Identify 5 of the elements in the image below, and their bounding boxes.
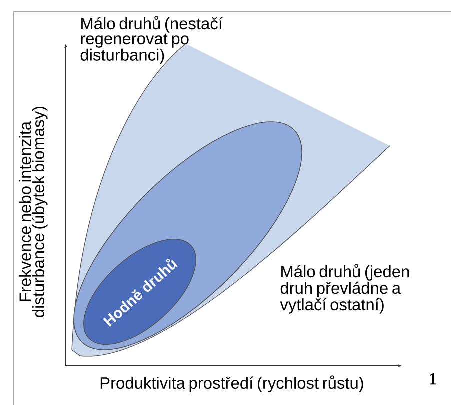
zone-note: Málo druhů (jeden druh převládne a vytlačí ostatní) xyxy=(280,264,410,314)
zone-note: Málo druhů (nestačí regenerovat po disturbanci) xyxy=(80,16,223,64)
axis-title: Produktivita prostředí (rychlost růstu) xyxy=(100,376,364,392)
axis-title: Frekvence nebo intenzita disturbance (úbytek biomasy) xyxy=(19,106,48,318)
figure-number: 1 xyxy=(430,373,436,385)
